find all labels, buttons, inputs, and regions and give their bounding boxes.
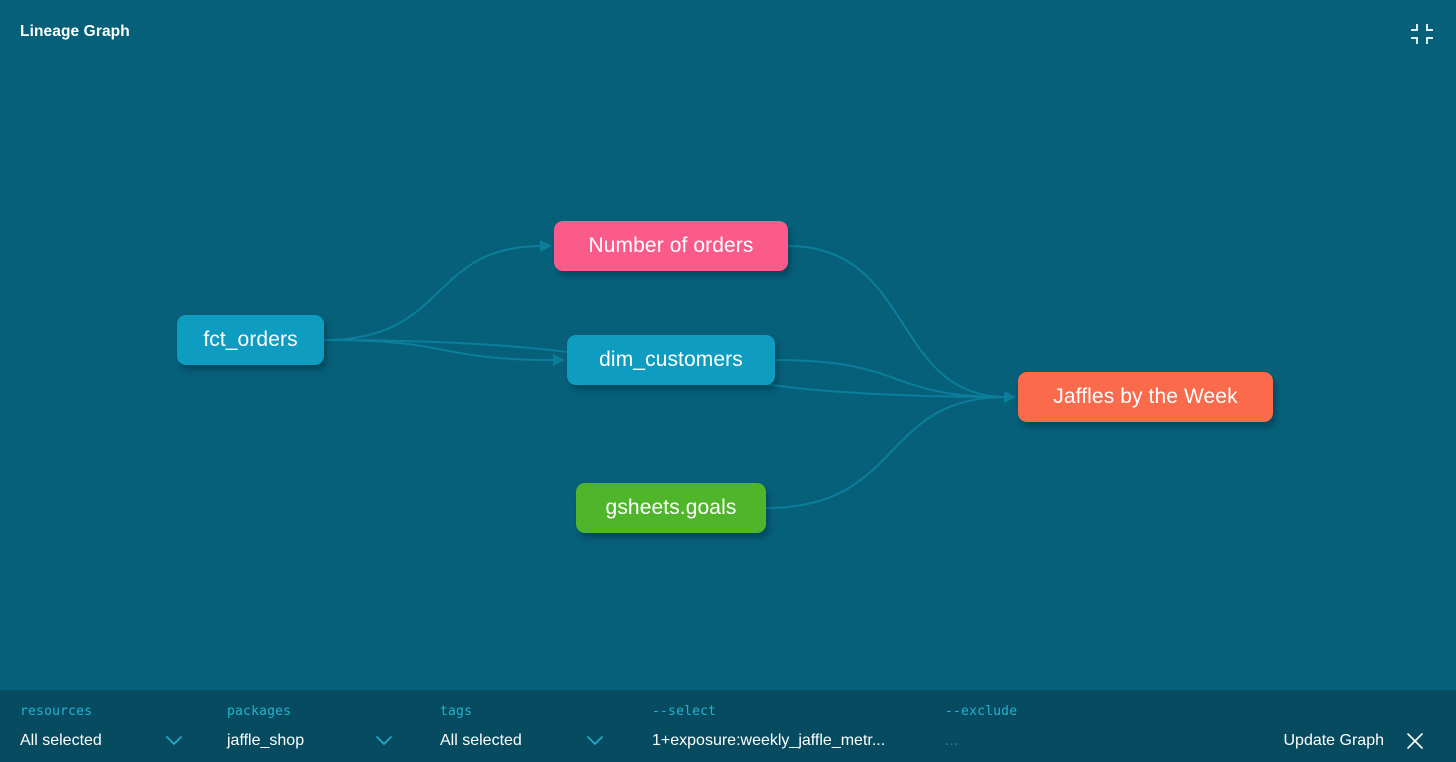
graph-node-gsheets-goals[interactable]: gsheets.goals bbox=[576, 483, 766, 533]
graph-node-label: Number of orders bbox=[588, 234, 754, 257]
graph-edge-arrowhead bbox=[540, 240, 552, 252]
field-value-tags[interactable]: All selected bbox=[440, 732, 522, 749]
update-graph-button[interactable]: Update Graph bbox=[1283, 732, 1384, 749]
field-value-packages[interactable]: jaffle_shop bbox=[227, 732, 305, 749]
graph-edge-arrowhead bbox=[553, 354, 565, 366]
graph-node-number-of-orders[interactable]: Number of orders bbox=[554, 221, 788, 271]
toolbar-field-packages[interactable]: packages jaffle_shop bbox=[227, 690, 427, 762]
chevron-down-icon[interactable] bbox=[165, 734, 183, 748]
field-value-exclude[interactable]: ... bbox=[945, 732, 959, 749]
graph-edge bbox=[323, 245, 543, 341]
field-label-resources: resources bbox=[20, 704, 93, 719]
graph-edge bbox=[774, 359, 1007, 398]
page-title: Lineage Graph bbox=[20, 23, 130, 40]
graph-node-label: fct_orders bbox=[203, 328, 298, 351]
graph-node-fct-orders[interactable]: fct_orders bbox=[177, 315, 324, 365]
graph-node-dim-customers[interactable]: dim_customers bbox=[567, 335, 775, 385]
collapse-corners-icon[interactable] bbox=[1405, 17, 1439, 51]
field-label-select: --select bbox=[652, 704, 717, 719]
toolbar-field-select[interactable]: --select 1+exposure:weekly_jaffle_metr... bbox=[652, 690, 932, 762]
graph-edge-arrowhead bbox=[1004, 391, 1016, 403]
graph-node-label: dim_customers bbox=[599, 348, 743, 371]
graph-edge bbox=[787, 245, 1007, 398]
chevron-down-icon[interactable] bbox=[586, 734, 604, 748]
field-label-packages: packages bbox=[227, 704, 292, 719]
graph-node-label: gsheets.goals bbox=[605, 496, 737, 519]
chevron-down-icon[interactable] bbox=[375, 734, 393, 748]
close-x-icon[interactable] bbox=[1402, 728, 1428, 754]
panel-header: Lineage Graph bbox=[0, 0, 1456, 66]
field-value-resources[interactable]: All selected bbox=[20, 732, 102, 749]
field-value-select[interactable]: 1+exposure:weekly_jaffle_metr... bbox=[652, 732, 886, 749]
field-label-exclude: --exclude bbox=[945, 704, 1018, 719]
graph-edge bbox=[765, 396, 1007, 509]
toolbar-field-exclude[interactable]: --exclude... bbox=[945, 690, 1225, 762]
graph-node-jaffles-by-the-week[interactable]: Jaffles by the Week bbox=[1018, 372, 1273, 422]
graph-node-label: Jaffles by the Week bbox=[1053, 385, 1238, 408]
field-label-tags: tags bbox=[440, 704, 473, 719]
